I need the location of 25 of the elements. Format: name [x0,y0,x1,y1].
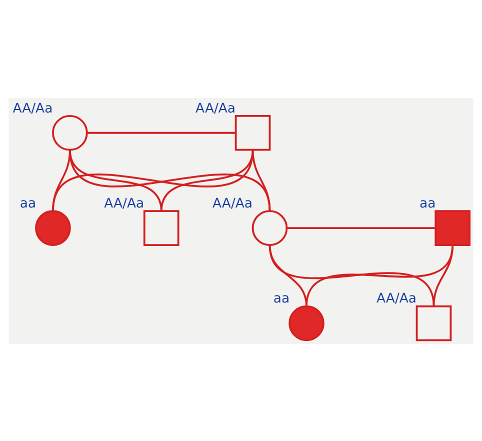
node-label: AA/Aa [212,196,252,212]
node-label: AA/Aa [376,291,416,306]
connector [86,131,236,134]
connector [432,244,454,306]
node-label: AA/Aa [104,196,144,212]
node-circle [52,114,88,150]
node-box [234,114,271,150]
connector [252,149,271,211]
connector [52,149,254,211]
node-circle [35,210,71,246]
connector [69,149,271,211]
node-label: aa [273,291,290,306]
connector [160,149,254,211]
connector [268,244,435,306]
node-label: aa [420,196,436,212]
connector [286,226,436,229]
node-box [416,304,452,341]
node-circle [288,304,324,341]
node-circle [252,210,288,246]
node-box [434,210,470,246]
node-box [143,210,180,246]
node-label: AA/Aa [12,100,53,116]
connector [306,244,454,306]
node-label: aa [20,196,36,212]
node-label: AA/Aa [196,100,236,116]
